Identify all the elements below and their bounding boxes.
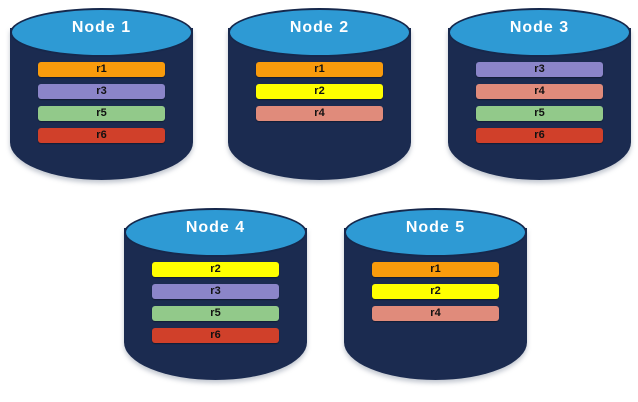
replica-list: r3 r4 r5 r6 xyxy=(476,62,603,150)
replica-bar[interactable]: r6 xyxy=(476,128,603,143)
cylinder-top-ellipse xyxy=(124,208,307,257)
replica-bar[interactable]: r6 xyxy=(152,328,279,343)
database-node-4[interactable]: Node 4 r2 r3 r5 r6 xyxy=(124,208,307,393)
replica-list: r1 r2 r4 xyxy=(256,62,383,128)
replica-list: r2 r3 r5 r6 xyxy=(152,262,279,350)
database-node-3[interactable]: Node 3 r3 r4 r5 r6 xyxy=(448,8,631,193)
cylinder-top-ellipse xyxy=(228,8,411,57)
database-node-5[interactable]: Node 5 r1 r2 r4 xyxy=(344,208,527,393)
node-title: Node 4 xyxy=(185,219,246,236)
replica-bar[interactable]: r5 xyxy=(476,106,603,121)
database-node-2[interactable]: Node 2 r1 r2 r4 xyxy=(228,8,411,193)
replica-bar[interactable]: r2 xyxy=(372,284,499,299)
replica-list: r1 r3 r5 r6 xyxy=(38,62,165,150)
node-title: Node 2 xyxy=(289,19,350,36)
replica-bar[interactable]: r3 xyxy=(476,62,603,77)
replica-bar[interactable]: r2 xyxy=(152,262,279,277)
cylinder-top-ellipse xyxy=(10,8,193,57)
database-node-1[interactable]: Node 1 r1 r3 r5 r6 xyxy=(10,8,193,193)
node-title: Node 3 xyxy=(509,19,570,36)
replica-bar[interactable]: r4 xyxy=(256,106,383,121)
replica-bar[interactable]: r3 xyxy=(38,84,165,99)
replica-bar[interactable]: r6 xyxy=(38,128,165,143)
node-title: Node 1 xyxy=(71,19,132,36)
replica-bar[interactable]: r1 xyxy=(38,62,165,77)
replica-bar[interactable]: r2 xyxy=(256,84,383,99)
replica-bar[interactable]: r5 xyxy=(152,306,279,321)
replica-bar[interactable]: r4 xyxy=(372,306,499,321)
replica-list: r1 r2 r4 xyxy=(372,262,499,328)
cylinder-top-ellipse xyxy=(448,8,631,57)
replica-bar[interactable]: r3 xyxy=(152,284,279,299)
node-title: Node 5 xyxy=(405,219,466,236)
replica-bar[interactable]: r1 xyxy=(372,262,499,277)
replica-bar[interactable]: r4 xyxy=(476,84,603,99)
replica-bar[interactable]: r5 xyxy=(38,106,165,121)
replica-bar[interactable]: r1 xyxy=(256,62,383,77)
cylinder-top-ellipse xyxy=(344,208,527,257)
